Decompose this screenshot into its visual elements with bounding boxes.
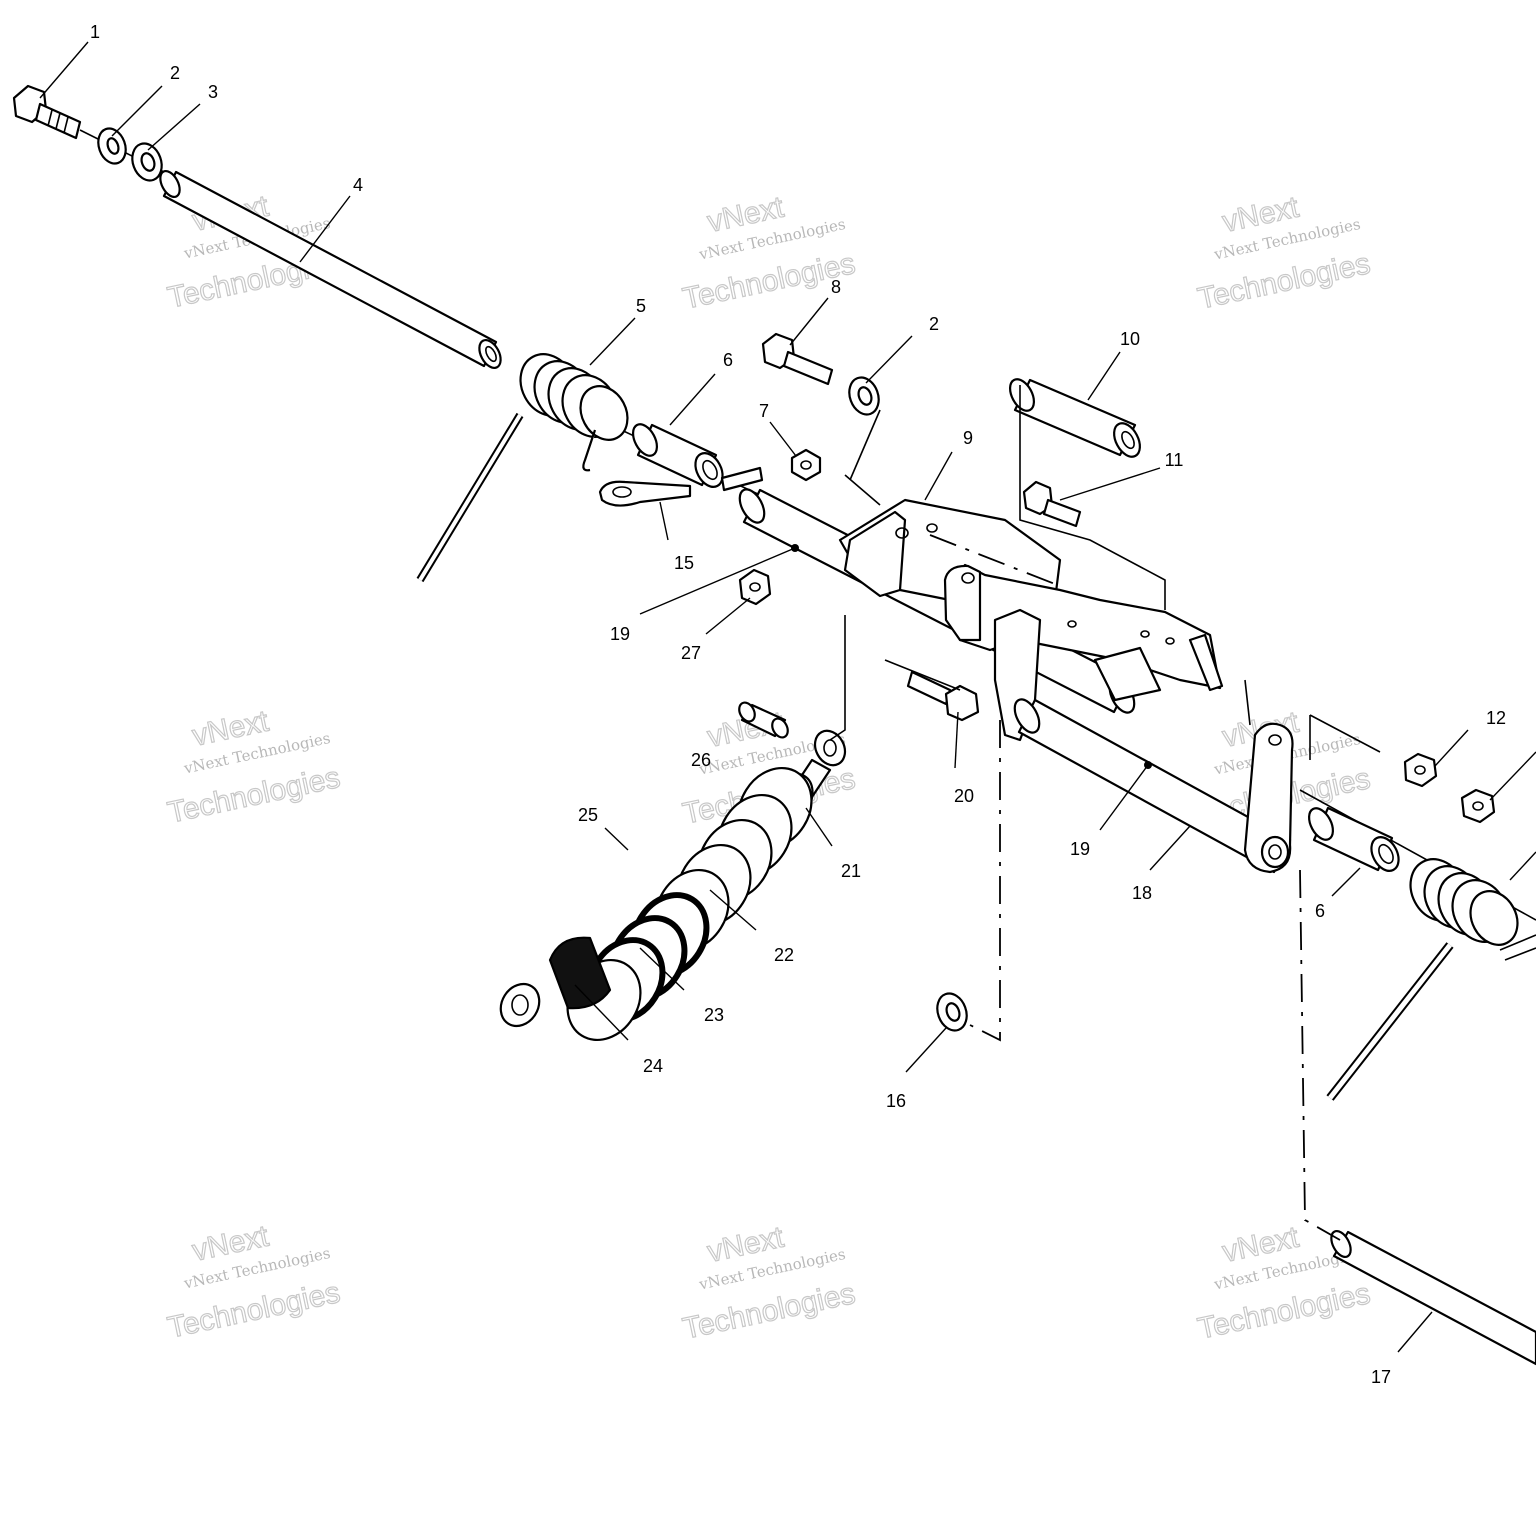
- watermark-top-center: Technologies vNext Technologies vNext: [679, 190, 858, 316]
- part-nut-27: [738, 568, 772, 606]
- watermark-bottom-right: Technologies vNext Technologies vNext: [1194, 1220, 1373, 1346]
- part-shaft-17: [1330, 1229, 1536, 1366]
- callout-23: 23: [704, 1005, 724, 1025]
- part-link-plate-right: [1243, 722, 1294, 874]
- part-nut-12: [1403, 752, 1496, 824]
- callout-7: 7: [759, 401, 769, 421]
- part-bolt-1: [12, 84, 82, 140]
- callout-5: 5: [636, 296, 646, 316]
- callout-6-left: 6: [723, 350, 733, 370]
- part-washer-3: [131, 142, 163, 182]
- callout-19-upper: 19: [610, 624, 630, 644]
- callout-2-mid: 2: [929, 314, 939, 334]
- callout-12: 12: [1486, 708, 1506, 728]
- part-nut-7: [720, 448, 822, 492]
- watermark-mid-left: Technologies vNext Technologies vNext: [164, 704, 343, 830]
- dashed-assembly-lines: [829, 385, 1341, 1241]
- part-eyelet-15: [598, 480, 692, 507]
- callout-15: 15: [674, 553, 694, 573]
- part-bushing-6-left: [631, 423, 724, 488]
- callout-21: 21: [841, 861, 861, 881]
- callout-10: 10: [1120, 329, 1140, 349]
- part-bolt-11: [1022, 480, 1082, 528]
- callout-1: 1: [90, 22, 100, 42]
- callout-27: 27: [681, 643, 701, 663]
- part-bushing-6-right: [1307, 806, 1400, 872]
- callout-19-lower: 19: [1070, 839, 1090, 859]
- callout-labels: 1 2 3 4 5 6 7 8 2 10 9 11 15 19 27 12 26…: [90, 22, 1506, 1387]
- callout-11: 11: [1165, 450, 1184, 470]
- callout-9: 9: [963, 428, 973, 448]
- part-shock-absorber: [499, 729, 847, 1042]
- part-cross-shaft-18: [1013, 698, 1292, 874]
- callout-17: 17: [1371, 1367, 1391, 1387]
- leader-lines: [39, 41, 1536, 1353]
- part-bolt-20: [906, 670, 980, 722]
- callout-26: 26: [691, 750, 711, 770]
- part-torsion-spring-right: [1326, 858, 1536, 1101]
- watermark-top-right: Technologies vNext Technologies vNext: [1194, 190, 1373, 316]
- part-washer-2-top: [97, 127, 127, 165]
- callout-24: 24: [643, 1056, 663, 1076]
- callout-20: 20: [954, 786, 974, 806]
- part-torsion-spring-5: [416, 353, 629, 583]
- part-roller-10: [1008, 378, 1141, 458]
- callout-6-right: 6: [1315, 901, 1325, 921]
- callout-8: 8: [831, 277, 841, 297]
- part-washer-16: [936, 992, 968, 1032]
- callout-25: 25: [578, 805, 598, 825]
- part-sleeve-26: [738, 701, 789, 739]
- part-pivot-arm-9: [838, 498, 1224, 742]
- watermark-bottom-left: Technologies vNext Technologies vNext: [164, 1219, 343, 1345]
- callout-16: 16: [886, 1091, 906, 1111]
- part-washer-2-mid: [848, 376, 880, 416]
- part-bolt-8: [761, 332, 834, 386]
- callout-22: 22: [774, 945, 794, 965]
- part-shaft-4: [159, 169, 502, 370]
- callout-18: 18: [1132, 883, 1152, 903]
- watermark-bottom-center: Technologies vNext Technologies vNext: [679, 1220, 858, 1346]
- callout-4: 4: [353, 175, 363, 195]
- callout-2-top: 2: [170, 63, 180, 83]
- callout-3: 3: [208, 82, 218, 102]
